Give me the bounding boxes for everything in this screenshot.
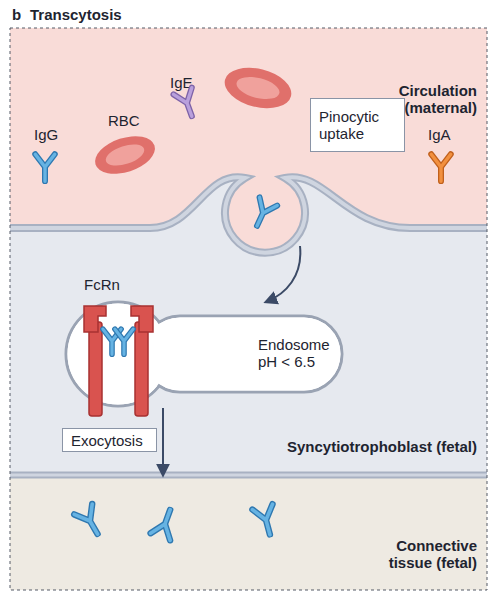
igg-antibody	[74, 504, 106, 539]
panel-letter: b	[12, 6, 21, 23]
connective-tissue-fill	[10, 475, 487, 590]
igg-antibody	[252, 504, 280, 537]
cell-name: RBC	[108, 112, 140, 129]
syncytiotrophoblast-band: Syncytiotrophoblast (fetal) Endosome pH <…	[10, 228, 487, 475]
callout-text: Pinocytic uptake	[319, 108, 398, 142]
apical-membrane-inner	[10, 177, 487, 252]
antibody-name: IgE	[170, 74, 193, 91]
red-blood-cell	[90, 129, 159, 180]
igg-antibody	[248, 197, 277, 230]
apical-membrane-outer	[10, 177, 487, 252]
endocytosis-arrow	[266, 246, 300, 302]
ige-antibody	[173, 88, 201, 120]
process-callout: Exocytosis	[62, 428, 157, 452]
red-blood-cell	[220, 61, 295, 114]
region-label: Connective tissue (fetal)	[362, 537, 477, 571]
region-label: Syncytiotrophoblast (fetal)	[217, 438, 477, 455]
syncytiotrophoblast-fill	[10, 177, 487, 475]
iga-antibody	[431, 154, 451, 181]
process-callout: Pinocytic uptake	[310, 98, 405, 152]
panel-border	[10, 28, 487, 590]
receptor-name: FcRn	[84, 276, 120, 293]
igg-antibody	[151, 506, 180, 540]
connective-tissue-band: Connective tissue (fetal)	[10, 475, 487, 590]
endosome-compartment: Endosome pH < 6.5	[62, 300, 352, 408]
antibody-name: IgG	[34, 126, 58, 143]
basal-membrane-outer	[10, 472, 487, 479]
antibody-name: IgA	[428, 126, 451, 143]
callout-text: Exocytosis	[71, 432, 150, 449]
maternal-circulation-band: Circulation (maternal)Pinocytic uptake	[10, 28, 487, 228]
igg-antibody	[35, 154, 55, 181]
compartment-label: Endosome pH < 6.5	[258, 336, 340, 370]
maternal-blood-fill	[10, 28, 487, 478]
transfer-arrow	[162, 408, 164, 475]
panel-title: Transcytosis	[30, 6, 122, 23]
basal-membrane-inner	[10, 474, 487, 477]
